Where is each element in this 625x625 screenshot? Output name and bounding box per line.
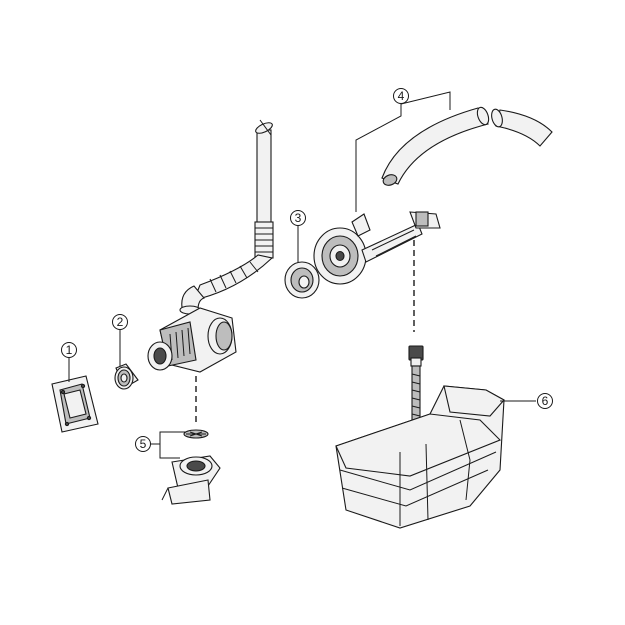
callout-4-number: 4 [398, 89, 405, 103]
reservoir-tank-part [335, 345, 505, 529]
hose-part [381, 106, 553, 186]
callout-1: 1 [61, 342, 77, 358]
callout-4: 4 [393, 88, 409, 104]
ring-bushing-part [114, 363, 139, 390]
seal-disk-part [284, 261, 320, 299]
callout-2-number: 2 [117, 315, 124, 329]
callout-3-number: 3 [295, 211, 302, 225]
callout-2: 2 [112, 314, 128, 330]
corrugation-vertical [254, 221, 274, 259]
pump-housing-part [147, 307, 237, 426]
callout-6: 6 [537, 393, 553, 409]
filter-bracket-part [161, 429, 221, 505]
callout-6-number: 6 [542, 394, 549, 408]
leader-lines [68, 91, 536, 459]
filler-cap-part [313, 211, 441, 332]
callout-3: 3 [290, 210, 306, 226]
square-gasket-part [51, 375, 99, 433]
filler-pipe-part [179, 119, 274, 315]
callout-5-number: 5 [140, 437, 147, 451]
callout-5: 5 [135, 436, 151, 452]
corrugation-bend [209, 261, 259, 293]
callout-1-number: 1 [66, 343, 73, 357]
